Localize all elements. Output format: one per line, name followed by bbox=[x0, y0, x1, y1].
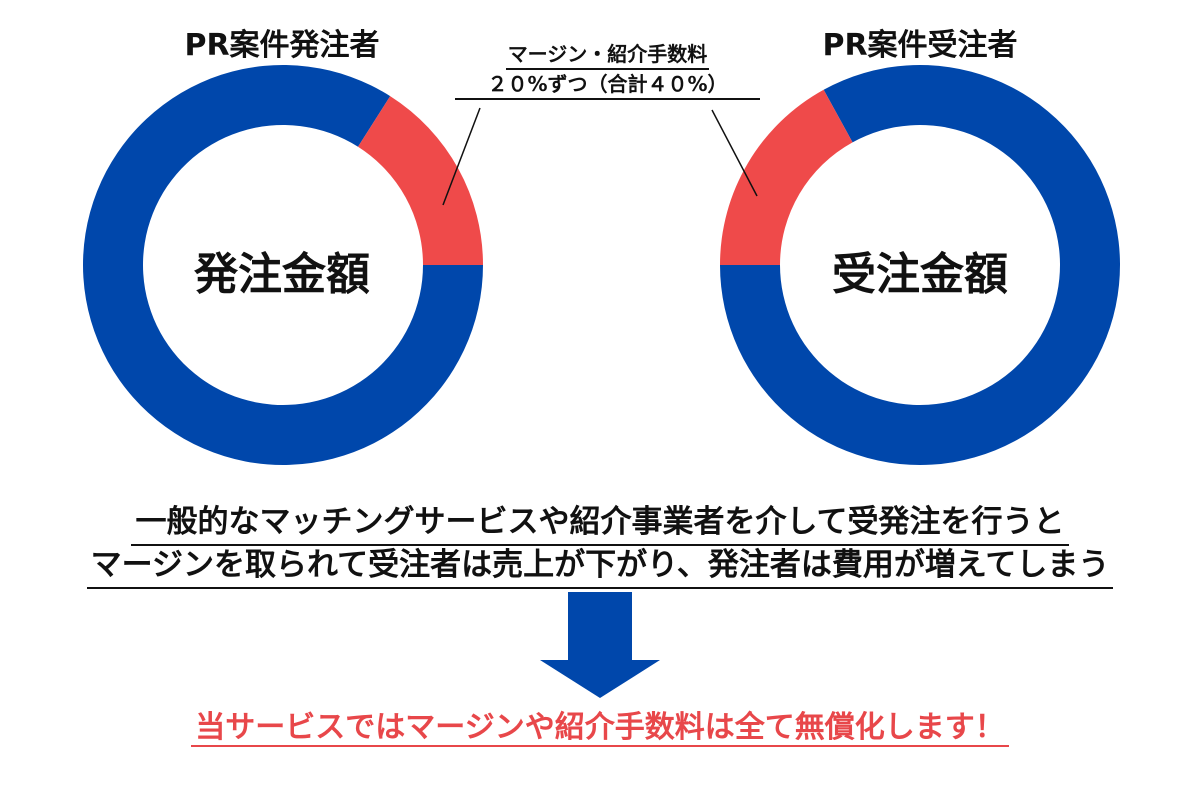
explanation-line-2-wrap: マージンを取られて受注者は売上が下がり、発注者は費用が増えてしまう bbox=[20, 543, 1180, 589]
left-donut-margin-segment bbox=[358, 96, 483, 265]
annotation-line-1: マージン・紹介手数料 bbox=[505, 40, 710, 70]
explanation-line-2: マージンを取られて受注者は売上が下がり、発注者は費用が増えてしまう bbox=[86, 543, 1114, 589]
conclusion-text: 当サービスではマージンや紹介手数料は全て無償化します！ bbox=[191, 710, 1009, 747]
left-chart-title: PR案件発注者 bbox=[184, 28, 380, 63]
down-arrow-icon bbox=[540, 592, 660, 698]
conclusion-wrap: 当サービスではマージンや紹介手数料は全て無償化します！ bbox=[0, 702, 1200, 747]
left-donut-base-segment bbox=[83, 65, 484, 466]
explanation-line-1: 一般的なマッチングサービスや紹介事業者を介して受発注を行うと bbox=[131, 500, 1069, 546]
right-donut-margin-segment bbox=[720, 89, 853, 265]
left-center-label: 発注金額 bbox=[194, 249, 370, 300]
margin-annotation: マージン・紹介手数料 ２０%ずつ（合計４０%） bbox=[455, 40, 760, 100]
annotation-line-2: ２０%ずつ（合計４０%） bbox=[455, 70, 760, 100]
right-leader-line bbox=[711, 109, 758, 197]
left-leader-line bbox=[442, 107, 481, 206]
right-donut-base-segment bbox=[720, 65, 1120, 466]
right-center-label: 受注金額 bbox=[832, 249, 1008, 300]
explanation-line-1-wrap: 一般的なマッチングサービスや紹介事業者を介して受発注を行うと bbox=[20, 500, 1180, 546]
right-chart-title: PR案件受注者 bbox=[822, 28, 1018, 63]
